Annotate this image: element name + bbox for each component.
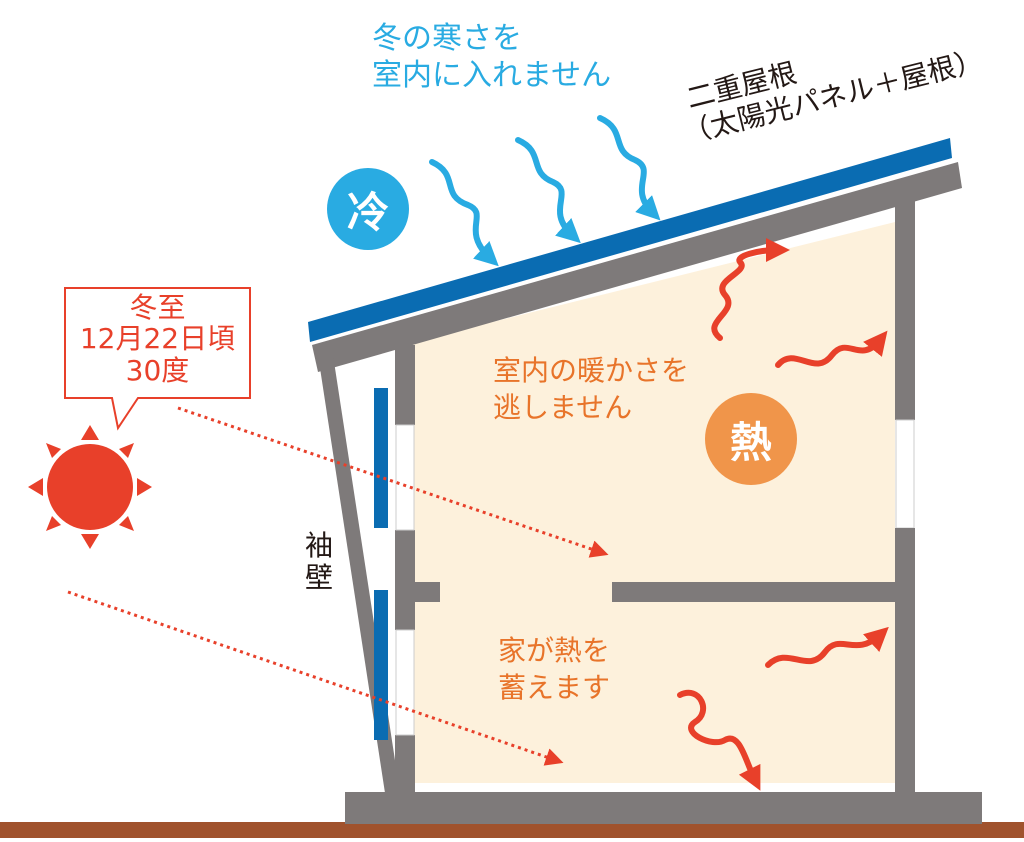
- cold-message: 冬の寒さを 室内に入れません: [372, 22, 611, 92]
- solstice-callout-box: [64, 287, 251, 431]
- heat-wave-arrow-icon: [677, 238, 889, 791]
- sun-icon: [28, 425, 152, 549]
- cold-badge: 冷: [327, 168, 409, 250]
- right-window-glass: [895, 419, 915, 529]
- warm-message: 室内の暖かさを 逃しません: [493, 354, 690, 424]
- cold-message-line2: 室内に入れません: [372, 58, 612, 93]
- right-wall-lower: [895, 528, 915, 794]
- floor-slab-left: [395, 582, 440, 602]
- cold-message-line1: 冬の寒さを: [372, 21, 522, 56]
- solar-panel-roof: [308, 138, 952, 342]
- solstice-callout-line1: 冬至: [129, 291, 186, 324]
- sunlight-ray-arrow-icon: [67, 406, 609, 766]
- window-upper-glass: [395, 424, 415, 531]
- interior-space: [412, 222, 895, 783]
- side-wall-label: 袖 壁: [305, 529, 334, 595]
- cold-badge-label: 冷: [346, 187, 389, 237]
- roof-structure: [312, 162, 962, 372]
- left-wall-lower: [395, 735, 415, 795]
- store-message-line1: 家が熱を: [498, 634, 611, 667]
- foundation: [345, 792, 982, 824]
- solstice-callout-line3: 30度: [125, 353, 190, 387]
- left-wall-upper: [395, 345, 415, 425]
- warm-message-line1: 室内の暖かさを: [493, 354, 690, 387]
- side-wall-label-char1: 袖: [305, 529, 334, 562]
- heat-badge: 熱: [705, 393, 797, 485]
- solstice-callout-line2: 12月22日頃: [79, 322, 236, 356]
- window-upper-frame: [374, 388, 388, 528]
- store-message-line2: 蓄えます: [498, 670, 611, 704]
- cold-wave-arrow-icon: [429, 115, 661, 267]
- floor-slab-right: [612, 582, 902, 602]
- solstice-callout: 冬至 12月22日頃 30度: [65, 292, 250, 386]
- side-wall-label-char2: 壁: [305, 561, 334, 595]
- ground: [0, 822, 1024, 838]
- warm-message-line2: 逃しません: [493, 390, 633, 424]
- window-lower-glass: [395, 629, 415, 736]
- store-message: 家が熱を 蓄えます: [498, 634, 611, 704]
- heat-badge-label: 熱: [729, 417, 772, 467]
- window-lower-frame: [374, 590, 388, 740]
- right-wall-upper: [895, 195, 915, 420]
- left-wall-mid: [395, 530, 415, 630]
